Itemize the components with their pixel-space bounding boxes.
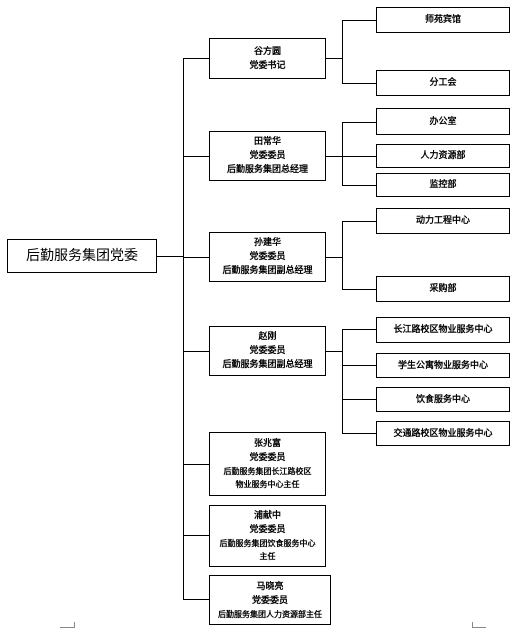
branch-trunk — [342, 221, 343, 289]
branch-connector — [326, 351, 342, 352]
leader-connector — [183, 351, 209, 352]
leader-title: 后勤服务集团长江路校区 — [223, 467, 312, 476]
leader-title: 后勤服务集团副总经理 — [222, 266, 313, 276]
department-label: 动力工程中心 — [415, 216, 470, 226]
leader-title: 主任 — [259, 552, 276, 561]
dept-connector — [342, 365, 376, 366]
page-corner-mark — [74, 622, 75, 628]
leader-title: 党委委员 — [249, 151, 286, 161]
department-node: 学生公寓物业服务中心 — [376, 353, 510, 378]
leader-name: 谷方圆 — [253, 46, 281, 57]
leader-connector — [183, 156, 209, 157]
leader-title: 物业服务中心主任 — [235, 480, 300, 489]
department-label: 长江路校区物业服务中心 — [393, 325, 493, 335]
dept-connector — [342, 221, 376, 222]
leader-name: 赵刚 — [258, 332, 277, 342]
department-node: 采购部 — [376, 276, 510, 302]
leader-connector — [183, 58, 209, 59]
leader-name: 马晓亮 — [256, 581, 284, 592]
leader-node: 田常华 党委委员 后勤服务集团总经理 — [209, 131, 326, 181]
root-connector — [157, 256, 183, 257]
department-label: 学生公寓物业服务中心 — [397, 360, 488, 371]
department-node: 监控部 — [376, 173, 510, 197]
department-label: 采购部 — [429, 284, 457, 294]
leader-title: 党委委员 — [249, 525, 286, 535]
branch-connector — [326, 58, 342, 59]
leader-node: 马晓亮 党委委员 后勤服务集团人力资源部主任 — [209, 575, 331, 625]
leader-connector — [183, 257, 209, 258]
dept-connector — [342, 122, 376, 123]
leader-title: 后勤服务集团副总经理 — [222, 360, 313, 370]
leader-name: 浦献中 — [253, 511, 281, 521]
dept-connector — [342, 185, 376, 186]
department-label: 办公室 — [429, 116, 457, 127]
root-node: 后勤服务集团党委 — [7, 239, 157, 273]
department-node: 人力资源部 — [376, 144, 510, 168]
department-label: 监控部 — [429, 180, 457, 190]
department-node: 动力工程中心 — [376, 208, 510, 234]
leader-connector — [183, 464, 209, 465]
branch-trunk — [342, 122, 343, 185]
leader-node: 赵刚 党委委员 后勤服务集团副总经理 — [209, 326, 326, 376]
department-node: 师苑宾馆 — [376, 7, 510, 33]
department-label: 交通路校区物业服务中心 — [393, 428, 493, 439]
main-trunk — [183, 58, 184, 599]
leader-title: 党委委员 — [249, 346, 286, 356]
leader-node: 浦献中 党委委员 后勤服务集团饮食服务中心 主任 — [209, 505, 326, 567]
branch-connector — [326, 257, 342, 258]
dept-connector — [342, 20, 376, 21]
page-corner-mark — [60, 627, 74, 628]
leader-name: 张兆富 — [253, 439, 281, 449]
department-node: 办公室 — [376, 108, 510, 135]
leader-title: 后勤服务集团总经理 — [226, 165, 308, 175]
page-corner-mark — [472, 627, 486, 628]
department-node: 长江路校区物业服务中心 — [376, 317, 510, 343]
dept-connector — [342, 83, 376, 84]
root-label: 后勤服务集团党委 — [26, 248, 138, 264]
branch-trunk — [342, 20, 343, 83]
department-node: 交通路校区物业服务中心 — [376, 421, 510, 446]
leader-node: 张兆富 党委委员 后勤服务集团长江路校区 物业服务中心主任 — [209, 432, 326, 496]
leader-connector — [183, 599, 209, 600]
dept-connector — [342, 433, 376, 434]
leader-connector — [183, 535, 209, 536]
page-corner-mark — [472, 622, 473, 628]
department-node: 分工会 — [376, 70, 510, 96]
leader-title: 后勤服务集团饮食服务中心 — [219, 539, 316, 548]
leader-name: 田常华 — [253, 137, 281, 147]
leader-title: 党委委员 — [251, 595, 288, 606]
department-label: 师苑宾馆 — [424, 15, 461, 25]
leader-title: 党委委员 — [249, 453, 286, 463]
branch-connector — [326, 156, 342, 157]
department-label: 人力资源部 — [420, 151, 466, 161]
leader-title: 党委委员 — [249, 252, 286, 262]
leader-node: 谷方圆 党委书记 — [209, 38, 326, 79]
dept-connector — [342, 399, 376, 400]
dept-connector — [342, 156, 376, 157]
department-label: 分工会 — [429, 78, 457, 88]
leader-name: 孙建华 — [253, 238, 281, 248]
leader-title: 后勤服务集团人力资源部主任 — [218, 609, 322, 619]
department-label: 饮食服务中心 — [415, 394, 470, 405]
leader-node: 孙建华 党委委员 后勤服务集团副总经理 — [209, 232, 326, 282]
leader-title: 党委书记 — [249, 60, 286, 71]
dept-connector — [342, 289, 376, 290]
branch-trunk — [342, 329, 343, 433]
department-node: 饮食服务中心 — [376, 387, 510, 412]
dept-connector — [342, 329, 376, 330]
